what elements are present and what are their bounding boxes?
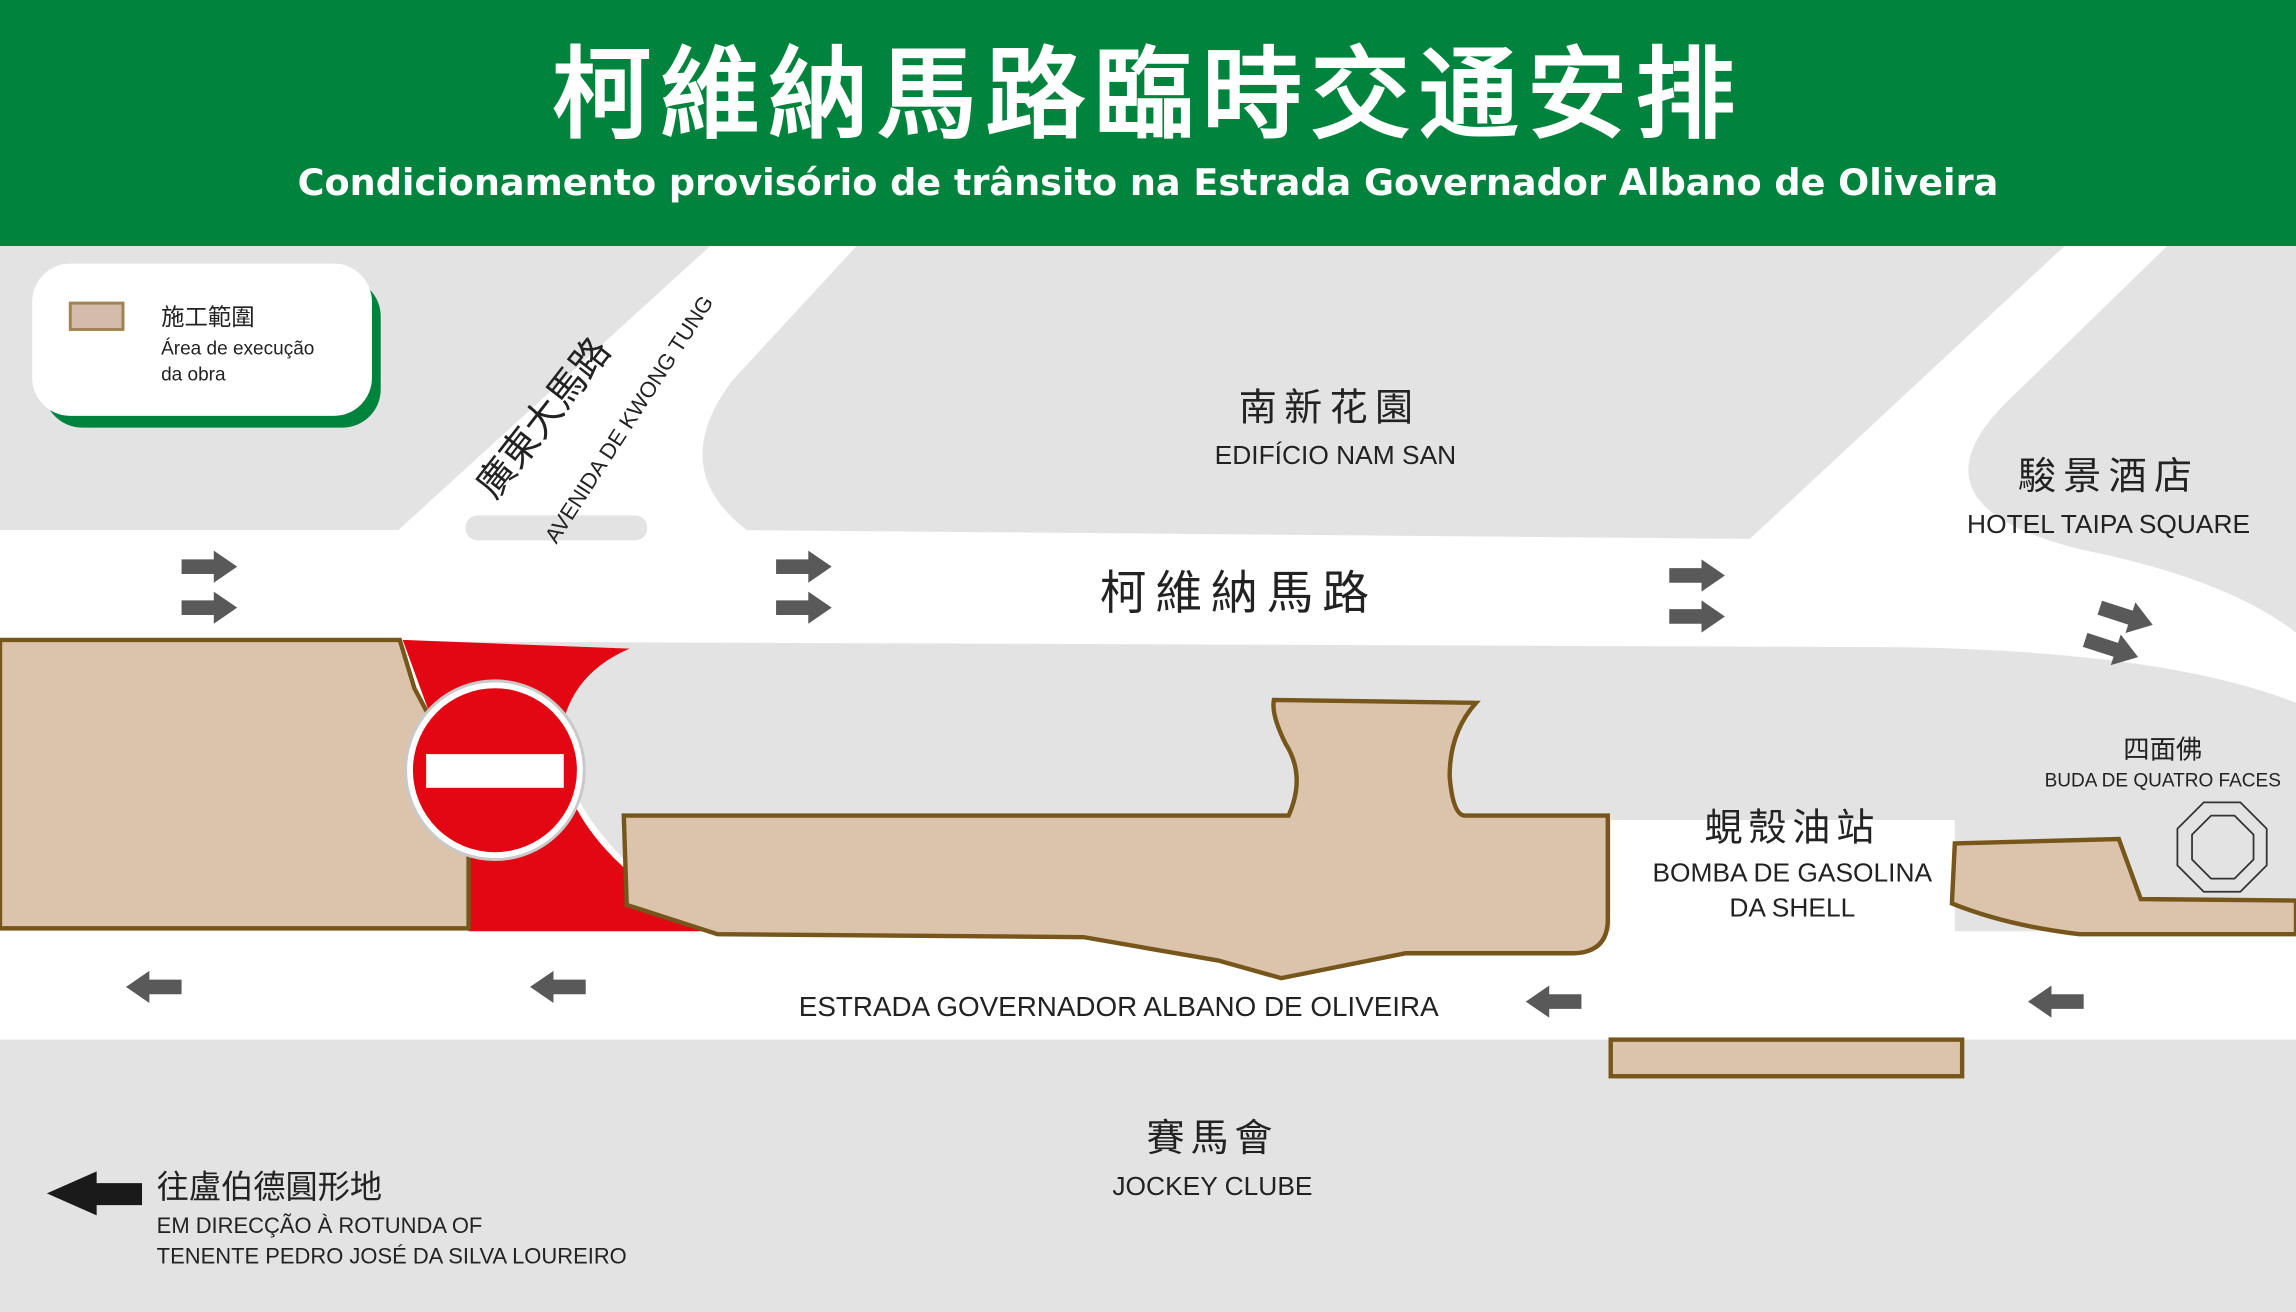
construction-areas xyxy=(0,637,2296,1079)
legend-label-pt-1: Área de execução xyxy=(161,338,314,359)
hotel-zh: 駿景酒店 xyxy=(2018,456,2200,498)
no-entry-sign-icon xyxy=(404,679,586,861)
nam-san-zh: 南新花園 xyxy=(1239,387,1421,429)
rotunda-pt-2: TENENTE PEDRO JOSÉ DA SILVA LOUREIRO xyxy=(157,1244,627,1269)
road-name-pt: ESTRADA GOVERNADOR ALBANO DE OLIVEIRA xyxy=(799,991,1439,1022)
shell-pt-1: BOMBA DE GASOLINA xyxy=(1652,858,1932,888)
rotunda-pt-1: EM DIRECÇÃO À ROTUNDA OF xyxy=(157,1213,483,1238)
legend-label-pt-2: da obra xyxy=(161,365,226,386)
shell-zh: 蜆殼油站 xyxy=(1704,808,1880,850)
jockey-zh: 賽馬會 xyxy=(1147,1118,1279,1160)
construction-zone-lower xyxy=(1608,1037,1965,1079)
legend-label-zh: 施工範圍 xyxy=(161,304,255,330)
buddha-shrine-icon xyxy=(2176,801,2268,893)
title-pt: Condicionamento provisório de trânsito n… xyxy=(298,161,1999,204)
buda-pt: BUDA DE QUATRO FACES xyxy=(2045,770,2281,791)
lower-road xyxy=(0,931,2296,1040)
road-name-zh: 柯維納馬路 xyxy=(1100,567,1378,619)
construction-zone-center xyxy=(621,697,1610,981)
direction-arrow-left-icon xyxy=(46,1171,143,1216)
header-banner xyxy=(0,0,2296,246)
legend: 施工範圍 Área de execução da obra xyxy=(32,263,381,428)
legend-swatch xyxy=(68,301,125,331)
buda-zh: 四面佛 xyxy=(2123,735,2202,765)
rotunda-zh: 往盧伯德圓形地 xyxy=(157,1169,382,1205)
construction-zone-right xyxy=(1949,836,2296,937)
nam-san-pt: EDIFÍCIO NAM SAN xyxy=(1215,440,1457,470)
title-zh: 柯維納馬路臨時交通安排 xyxy=(552,38,1744,153)
shell-pt-2: DA SHELL xyxy=(1729,893,1855,923)
gas-station-area xyxy=(1610,820,1955,938)
hotel-pt: HOTEL TAIPA SQUARE xyxy=(1967,509,2250,539)
jockey-pt: JOCKEY CLUBE xyxy=(1112,1171,1312,1201)
upper-road xyxy=(0,246,2296,703)
kwong-tung-island xyxy=(465,515,648,541)
construction-zone-left xyxy=(0,637,471,931)
